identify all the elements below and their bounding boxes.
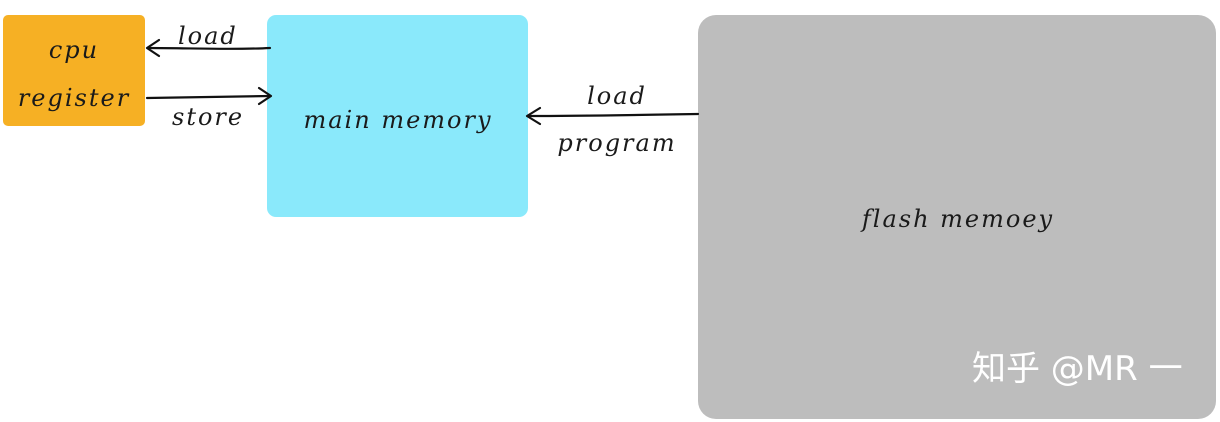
cpu-label: cpu bbox=[48, 36, 100, 64]
register-label: register bbox=[17, 84, 131, 112]
flash-memory-box bbox=[698, 15, 1216, 419]
watermark-text: 知乎 @MR 一 bbox=[972, 349, 1183, 389]
main-memory-label: main memory bbox=[303, 106, 493, 134]
load-arrow-to-cpu bbox=[146, 46, 272, 50]
program-label: program bbox=[557, 129, 677, 157]
store-arrow-to-memory-head bbox=[257, 86, 273, 106]
main-memory-box bbox=[267, 15, 528, 217]
load-program-arrow bbox=[526, 112, 700, 118]
cpu-store-label: store bbox=[172, 103, 245, 131]
load-program-arrow-head bbox=[525, 106, 542, 126]
cpu-register-box bbox=[3, 15, 145, 126]
program-load-label: load bbox=[587, 82, 647, 110]
flash-memory-label: flash memoey bbox=[861, 205, 1055, 233]
load-arrow-to-cpu-head bbox=[145, 38, 161, 58]
cpu-load-label: load bbox=[178, 22, 238, 50]
store-arrow-to-memory bbox=[145, 94, 272, 100]
